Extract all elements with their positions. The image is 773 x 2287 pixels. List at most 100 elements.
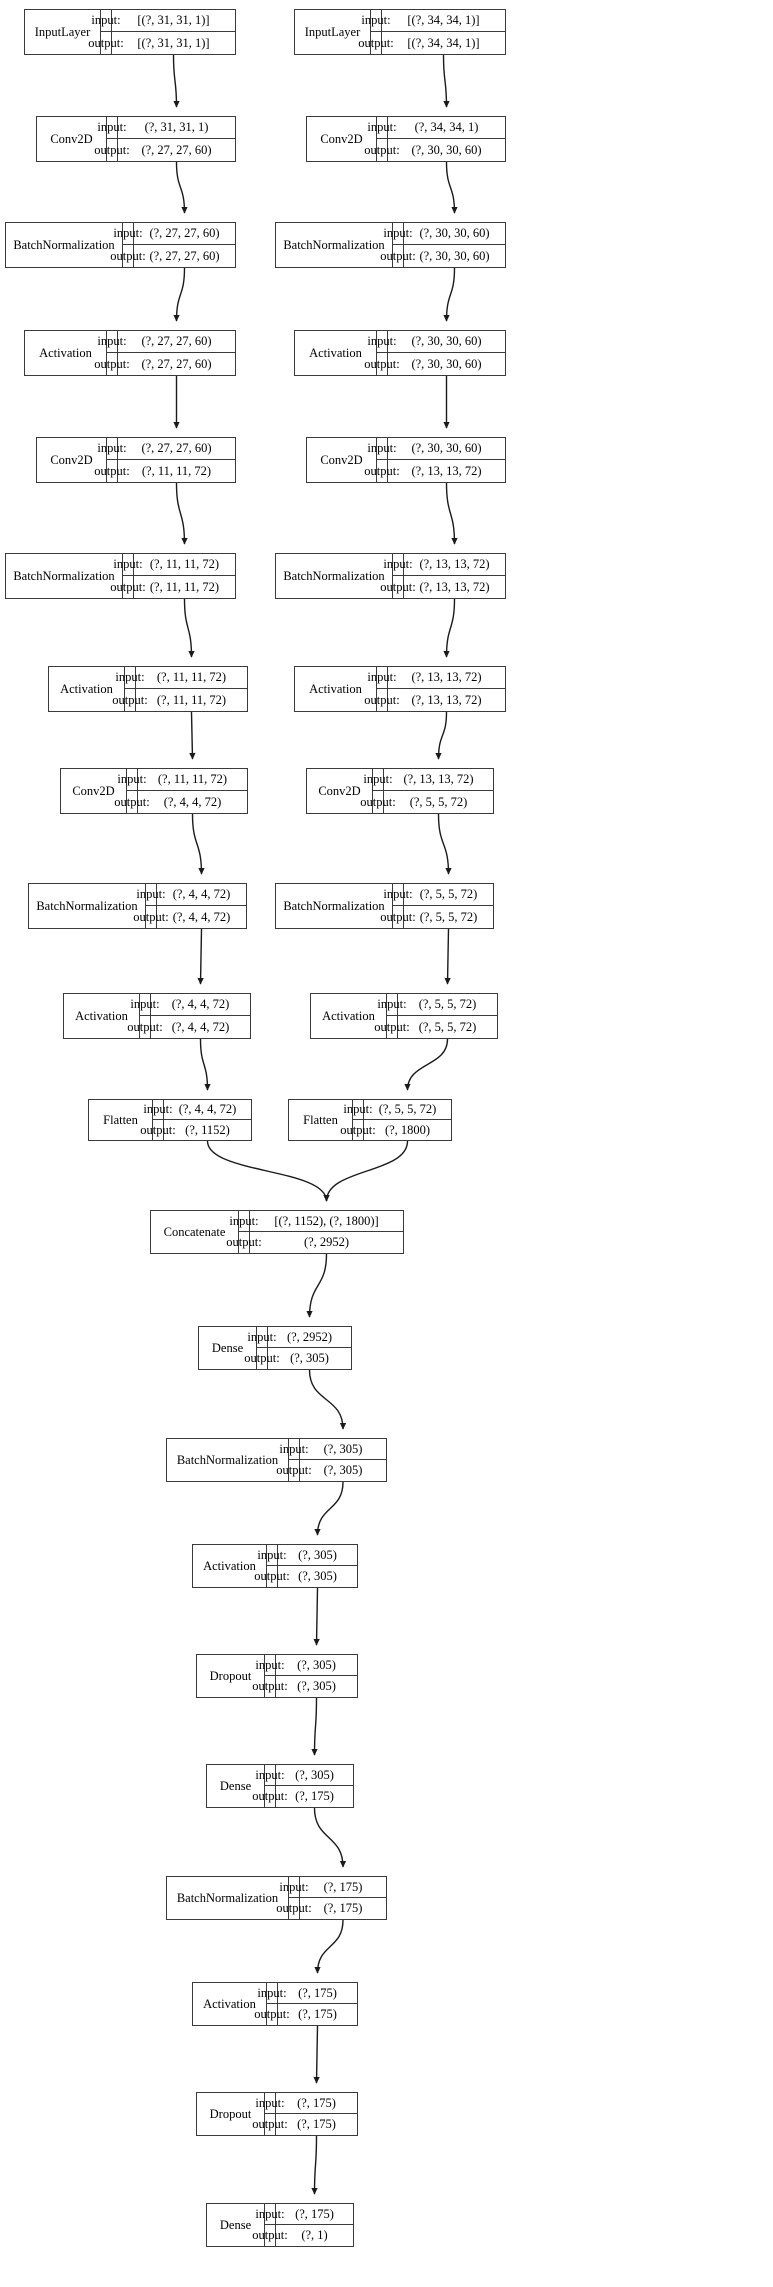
layer-type-label: Concatenate — [151, 1211, 239, 1253]
graph-edge — [443, 598, 456, 658]
layer-type-label: BatchNormalization — [29, 884, 146, 928]
output-label: output: — [358, 32, 394, 54]
output-label: output: — [94, 460, 130, 482]
output-label: output: — [94, 353, 130, 375]
layer-io-table: input:(?, 30, 30, 60)output:(?, 13, 13, … — [364, 438, 505, 482]
layer-input-row: input:(?, 13, 13, 72) — [367, 667, 505, 689]
layer-type-label: BatchNormalization — [167, 1439, 289, 1481]
input-label: input: — [367, 667, 397, 688]
layer-input-row: input:(?, 175) — [255, 2204, 353, 2225]
layer-type-label: Dense — [199, 1327, 257, 1369]
output-label: output: — [380, 245, 416, 267]
layer-input-row: input:(?, 5, 5, 72) — [343, 1100, 451, 1120]
input-label: input: — [367, 438, 397, 459]
output-shape-value: (?, 30, 30, 60) — [411, 356, 482, 371]
output-shape-value: (?, 13, 13, 72) — [411, 463, 482, 478]
output-shape-value: (?, 4, 4, 72) — [163, 794, 222, 809]
layer-io-table: input:(?, 4, 4, 72)output:(?, 4, 4, 72) — [133, 884, 246, 928]
layer-io-table: input:(?, 30, 30, 60)output:(?, 30, 30, … — [380, 223, 505, 267]
layer-output-row: output:(?, 30, 30, 60) — [380, 245, 505, 267]
layer-input-row: input:(?, 175) — [257, 1983, 357, 2004]
layer-type-label: Flatten — [289, 1100, 353, 1140]
input-label: input: — [130, 994, 160, 1015]
input-label: input: — [383, 554, 413, 575]
output-shape-value: (?, 1) — [301, 2228, 328, 2243]
layer-io-table: input:(?, 11, 11, 72)output:(?, 4, 4, 72… — [114, 769, 247, 813]
input-shape-value: (?, 305) — [297, 1657, 336, 1672]
output-label: output: — [364, 353, 400, 375]
graph-edge — [306, 1253, 328, 1318]
input-shape-value: (?, 31, 31, 1) — [144, 120, 209, 135]
output-label: output: — [340, 1120, 376, 1140]
layer-io-table: input:(?, 34, 34, 1)output:(?, 30, 30, 6… — [364, 117, 505, 161]
graph-edge — [404, 1038, 449, 1091]
layer-type-label: BatchNormalization — [276, 554, 393, 598]
input-shape-value: (?, 11, 11, 72) — [157, 772, 228, 787]
output-shape-value: (?, 305) — [298, 1569, 337, 1584]
input-shape-value: (?, 305) — [295, 1767, 334, 1782]
output-shape-value: (?, 175) — [297, 2117, 336, 2132]
graph-edge — [183, 598, 195, 658]
layer-output-row: output:(?, 175) — [254, 2004, 357, 2025]
output-shape-value: (?, 13, 13, 72) — [411, 692, 482, 707]
layer-input-row: input:(?, 305) — [257, 1545, 357, 1566]
graph-edge — [197, 928, 204, 985]
output-label: output: — [380, 576, 416, 598]
input-shape-value: (?, 30, 30, 60) — [411, 334, 482, 349]
layer-type-label: Dropout — [197, 1655, 265, 1697]
output-label: output: — [114, 791, 150, 813]
layer-input-row: input:(?, 30, 30, 60) — [367, 331, 505, 353]
layer-io-table: input:(?, 11, 11, 72)output:(?, 11, 11, … — [110, 554, 235, 598]
layer-output-row: output:(?, 305) — [244, 1348, 351, 1369]
graph-edge — [437, 813, 452, 875]
graph-edge — [311, 1697, 318, 1756]
input-label: input: — [383, 884, 413, 905]
output-label: output: — [252, 1786, 288, 1807]
output-label: output: — [140, 1120, 176, 1140]
layer-output-row: output:(?, 5, 5, 72) — [360, 791, 493, 813]
input-shape-value: (?, 5, 5, 72) — [378, 1102, 437, 1117]
layer-input-row: input:(?, 305) — [255, 1765, 353, 1786]
layer-io-table: input:(?, 4, 4, 72)output:(?, 1152) — [140, 1100, 251, 1140]
output-shape-value: (?, 5, 5, 72) — [418, 1019, 477, 1034]
output-shape-value: (?, 27, 27, 60) — [149, 248, 220, 263]
layer-input-row: input:(?, 11, 11, 72) — [113, 554, 235, 576]
output-shape-value: (?, 11, 11, 72) — [141, 463, 212, 478]
layer-type-label: Activation — [193, 1545, 267, 1587]
output-label: output: — [364, 460, 400, 482]
layer-output-row: output:(?, 1800) — [340, 1120, 451, 1140]
output-label: output: — [276, 1460, 312, 1481]
layer-type-label: Dense — [207, 1765, 265, 1807]
layer-input-row: input:(?, 30, 30, 60) — [383, 223, 505, 245]
layer-input-row: input:(?, 4, 4, 72) — [143, 1100, 251, 1120]
layer-io-table: input:(?, 13, 13, 72)output:(?, 5, 5, 72… — [360, 769, 493, 813]
graph-edge — [173, 267, 186, 322]
layer-output-row: output:(?, 1) — [252, 2225, 353, 2246]
output-shape-value: (?, 30, 30, 60) — [411, 142, 482, 157]
layer-io-table: input:(?, 175)output:(?, 175) — [252, 2093, 357, 2135]
input-shape-value: (?, 27, 27, 60) — [141, 441, 212, 456]
output-label: output: — [127, 1016, 163, 1038]
input-shape-value: [(?, 1152), (?, 1800)] — [274, 1213, 379, 1228]
input-label: input: — [143, 1100, 173, 1119]
output-shape-value: (?, 11, 11, 72) — [149, 579, 220, 594]
output-label: output: — [94, 139, 130, 161]
output-label: output: — [133, 906, 169, 928]
output-label: output: — [252, 2114, 288, 2135]
output-label: output: — [364, 689, 400, 711]
input-shape-value: (?, 27, 27, 60) — [141, 334, 212, 349]
layer-input-row: input:(?, 175) — [279, 1877, 386, 1898]
input-label: input: — [255, 1655, 285, 1675]
